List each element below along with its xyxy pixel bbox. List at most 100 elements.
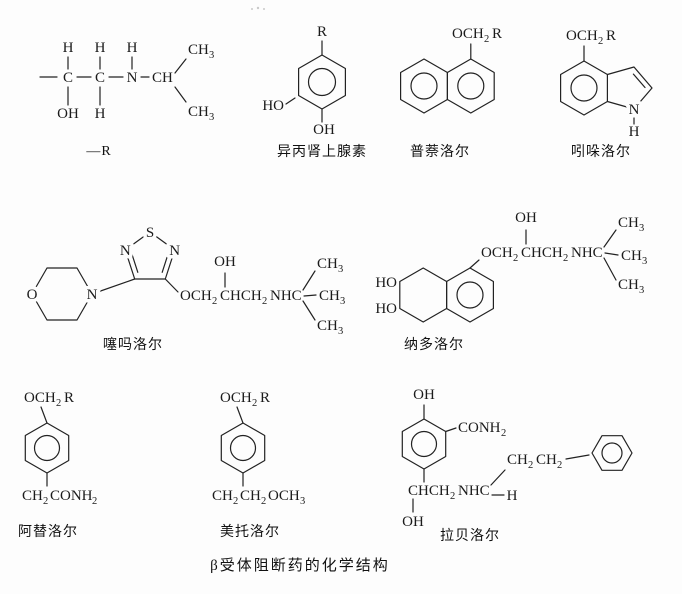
atom-label: R — [606, 28, 616, 44]
benzene-ring — [446, 267, 494, 323]
aromatic-circle — [229, 434, 257, 462]
atom-label: H — [95, 40, 106, 56]
atom-label: OCH — [268, 488, 300, 504]
benzene-ring — [220, 422, 266, 474]
aromatic-circle — [570, 74, 598, 102]
subscript: 2 — [484, 34, 489, 45]
subscript: 2 — [261, 496, 266, 507]
bond — [603, 257, 617, 281]
benzene-ring — [401, 418, 447, 470]
atom-label: H — [127, 40, 138, 56]
structure-name-label: 拉贝洛尔 — [440, 528, 500, 544]
bond — [174, 58, 187, 74]
structure-pindolol: OCH 2 R N H 吲哚洛尔 — [559, 28, 653, 160]
atom-label: NHC — [270, 288, 302, 304]
phenyl-ring — [591, 435, 633, 471]
structure-isoproterenol: R HO OH 异丙肾上腺素 — [262, 24, 367, 160]
structure-labetalol: OH CONH 2 CHCH 2 NHC OH CH 2 CH 2 H 拉贝洛尔 — [401, 387, 633, 544]
bond — [302, 300, 316, 321]
structure-name-label: 异丙肾上腺素 — [277, 144, 367, 160]
atom-label: R — [64, 390, 74, 406]
atom-label: CHCH — [408, 483, 450, 499]
atom-label: OH — [57, 106, 79, 122]
bond-lines — [285, 40, 323, 123]
atom-label: CH — [618, 277, 639, 293]
aromatic-circle — [457, 72, 485, 100]
bond — [236, 406, 244, 424]
subscript: 2 — [92, 496, 97, 507]
subscript: 2 — [598, 36, 603, 47]
atom-label: R — [317, 24, 327, 40]
benzene-ring — [446, 58, 495, 114]
atom-label: CH — [319, 288, 340, 304]
atom-label: CHCH — [220, 288, 262, 304]
subscript: 3 — [209, 50, 214, 61]
structure-timolol: O N S N N OCH 2 CHCH 2 NHC OH CH 3 CH 3 … — [23, 222, 345, 354]
bond — [40, 406, 48, 424]
benzene-ring — [24, 422, 70, 474]
bond-lines — [40, 406, 48, 487]
scan-artifact — [251, 6, 265, 10]
thiadiazole-ring — [124, 231, 176, 280]
bond — [302, 270, 316, 291]
subscript: 2 — [262, 296, 267, 307]
atom-label: CH — [152, 70, 173, 86]
atom-label: CH — [621, 248, 642, 264]
atom-label: CONH — [458, 420, 501, 436]
atom-label: R — [260, 390, 270, 406]
bond-lines — [91, 253, 317, 321]
atom-label: HO — [375, 275, 397, 291]
subscript: 2 — [528, 460, 533, 471]
atom-label: OCH — [220, 390, 252, 406]
subscript: 2 — [563, 253, 568, 264]
structure-name-label: 美托洛尔 — [220, 524, 280, 540]
atom-label: OCH — [452, 26, 484, 42]
structure-name-label: 吲哚洛尔 — [571, 144, 631, 160]
atom-label: N — [629, 102, 640, 118]
bond-lines — [469, 229, 619, 281]
structure-name-label: 噻吗洛尔 — [103, 336, 163, 353]
atom-label: H — [95, 106, 106, 122]
atom-label: OCH — [481, 245, 513, 261]
subscript: 2 — [56, 398, 61, 409]
atom-label: CH — [536, 452, 557, 468]
atom-label: OH — [413, 387, 435, 403]
atom-label: OH — [214, 254, 236, 270]
subscript: 3 — [300, 496, 305, 507]
structure-atenolol: OCH 2 R CH 2 CONH 2 阿替洛尔 — [18, 390, 97, 540]
subscript: 3 — [338, 326, 343, 337]
bond — [490, 469, 506, 486]
subscript: 2 — [501, 428, 506, 439]
bond — [174, 86, 187, 103]
atom-label: OCH — [24, 390, 56, 406]
atom-label: CH — [618, 215, 639, 231]
structure-name-label: 普萘洛尔 — [410, 144, 470, 160]
figure-caption: β受体阻断药的化学结构 — [210, 557, 390, 574]
bond — [603, 229, 617, 248]
benzene-ring — [298, 54, 346, 110]
atom-label: R — [492, 26, 502, 42]
atom-label: CONH — [50, 488, 93, 504]
atom-label: NHC — [458, 483, 490, 499]
bond-lines — [583, 45, 646, 125]
double-bond-inner — [131, 253, 139, 273]
structure-nadolol: HO HO OCH 2 CHCH 2 NHC OH CH 3 CH 3 CH 3… — [375, 210, 647, 353]
bond — [164, 278, 179, 293]
pyrrole-ring — [607, 66, 653, 110]
atom-label: OCH — [180, 288, 212, 304]
structure-r-group: H H H C C N CH OH H CH 3 CH 3 —R — [39, 40, 214, 159]
subscript: 2 — [450, 491, 455, 502]
atom-label: N — [127, 70, 138, 86]
atom-label: S — [146, 225, 154, 241]
subscript: 3 — [338, 264, 343, 275]
aromatic-circle — [410, 430, 438, 458]
bond-lines — [39, 56, 187, 106]
atom-label: C — [63, 70, 73, 86]
atom-label: N — [120, 243, 131, 259]
atom-label: CH — [22, 488, 43, 504]
aromatic-circle — [601, 442, 623, 464]
atom-label: H — [63, 40, 74, 56]
atom-label: C — [95, 70, 105, 86]
